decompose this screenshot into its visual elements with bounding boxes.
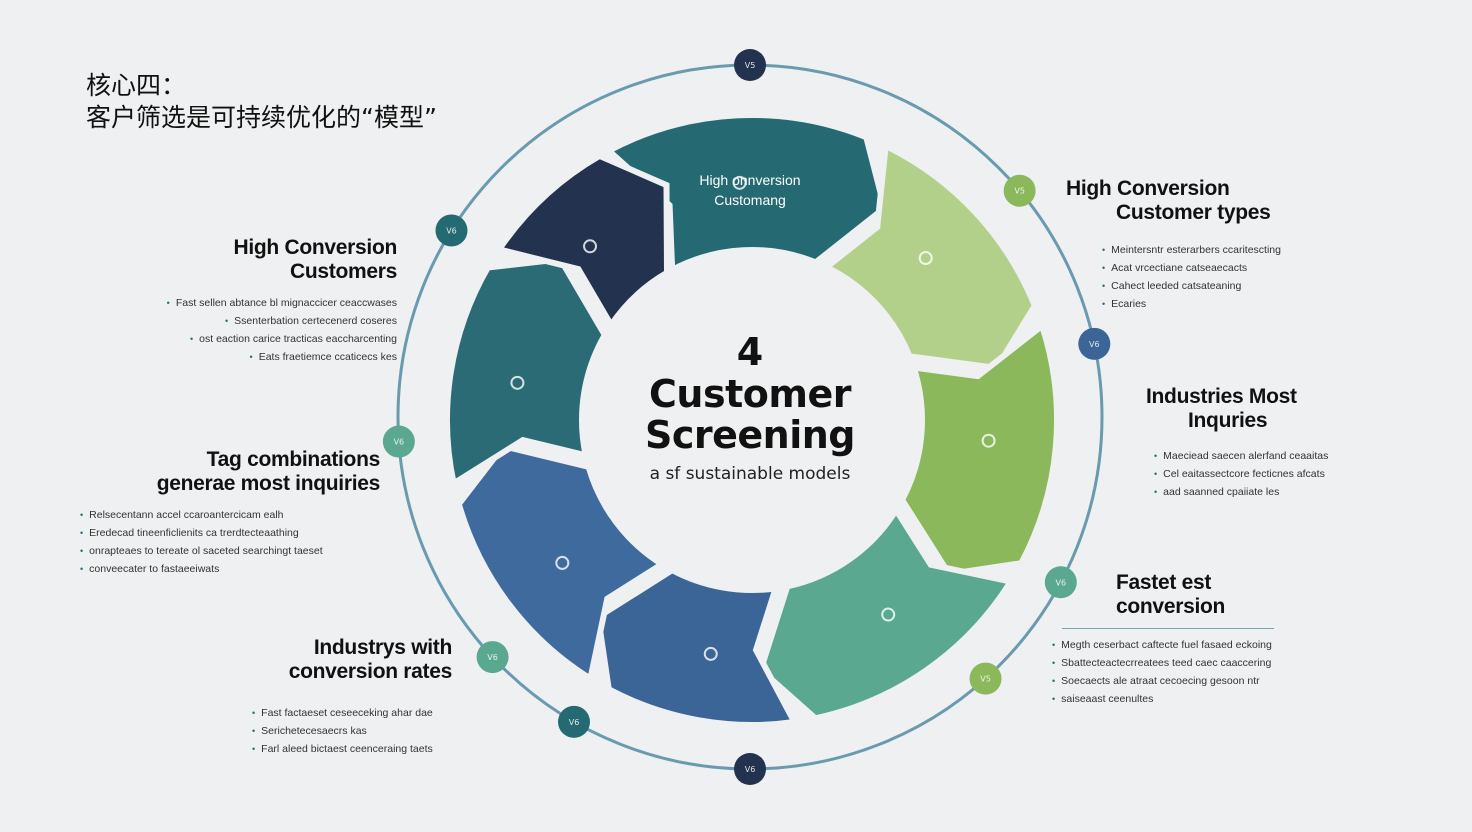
ring-marker-label: V5 (1014, 187, 1025, 196)
bullet-list: Relsecentann accel ccaroantercicam ealh … (80, 506, 380, 578)
list-item: Eredecad tineenficlienits ca trerdtectea… (80, 524, 380, 542)
title-line-1: 核心四： (86, 71, 187, 100)
list-item: Relsecentann accel ccaroantercicam ealh (80, 506, 380, 524)
ring-marker-label: V6 (394, 438, 405, 447)
ring-marker-label: V6 (446, 226, 457, 235)
list-item: conveecater to fastaeeiwats (80, 560, 380, 578)
divider (1062, 628, 1274, 629)
center-title-line-2: Screening (644, 413, 856, 457)
segment-bottom-left-glyph-icon (555, 555, 570, 570)
segment-bottom-right-glyph-icon (881, 607, 896, 622)
bullet-list: Fast sellen abtance bl mignaccicer ceacc… (97, 294, 397, 366)
list-item: Cahect leeded catsateaning (1102, 277, 1326, 295)
ring-marker (382, 425, 415, 458)
segment-bottom-glyph-icon (703, 646, 718, 661)
segment-top-line-2: Customang (714, 192, 786, 208)
title-line-2: 客户筛选是可持续优化的“模型” (86, 103, 437, 132)
bullet-list: Meintersntr esterarbers ccaritescting Ac… (1102, 241, 1326, 313)
list-item: Acat vrcectiane catseaecacts (1102, 259, 1326, 277)
list-item: Maeciead saecen alerfand ceaaitas (1154, 447, 1376, 465)
list-item: Sbattecteactecrreatees teed caec caaccer… (1052, 654, 1292, 672)
center-subtitle: a sf sustainable models (649, 464, 851, 484)
center-title-line-1: Customer (649, 372, 851, 416)
ring-marker-label: V5 (745, 61, 756, 70)
segment-left-glyph-icon (510, 375, 525, 390)
ring-marker-label: V5 (980, 675, 991, 684)
ring-marker (558, 705, 590, 738)
ring-marker (1078, 327, 1111, 360)
ring-marker (1044, 566, 1077, 599)
list-item: Megth ceserbact caftecte fuel fasaed eck… (1052, 636, 1292, 654)
ring-marker (734, 49, 766, 81)
ring-marker (1003, 174, 1036, 207)
ring-marker-label: V6 (487, 653, 498, 662)
bullet-list: Megth ceserbact caftecte fuel fasaed eck… (1052, 636, 1292, 708)
list-item: onrapteaes to tereate ol saceted searchi… (80, 542, 380, 560)
list-item: Serichetecesaecrs kas (252, 722, 452, 740)
ring-marker (435, 214, 468, 247)
list-item: ost eaction carice tracticas eaccharcent… (97, 330, 397, 348)
segment-top-glyph-icon (732, 175, 747, 190)
center-number: 4 (736, 330, 764, 374)
list-item: Fast factaeset ceseeceking ahar dae (252, 704, 452, 722)
list-item: Eats fraetiemce ccaticecs kes (97, 348, 397, 366)
list-item: Cel eaitassectcore fecticnes afcats (1154, 465, 1376, 483)
ring-marker-label: V6 (1056, 578, 1067, 587)
segment-top-line-1: High onnversion (699, 172, 801, 188)
bullet-list: Fast factaeset ceseeceking ahar dae Seri… (252, 704, 452, 758)
bullet-list: Maeciead saecen alerfand ceaaitas Cel ea… (1154, 447, 1376, 501)
list-item: Farl aleed bictaest ceenceraing taets (252, 740, 452, 758)
center-label: 4 Customer Screening a sf sustainable mo… (600, 330, 900, 484)
center-disc (580, 248, 924, 592)
ring-marker-label: V6 (1089, 340, 1100, 349)
ring-marker (734, 753, 766, 785)
segment-top-text: High onnversion Customang (650, 170, 850, 210)
list-item: Meintersntr esterarbers ccaritescting (1102, 241, 1326, 259)
ring-marker-label: V6 (569, 718, 580, 727)
ring-marker (969, 662, 1002, 695)
segment-right-glyph-icon (981, 433, 996, 448)
list-item: Ssenterbation certecenerd coseres (97, 312, 397, 330)
ring-marker-label: V6 (745, 765, 756, 774)
list-item: Fast sellen abtance bl mignaccicer ceacc… (97, 294, 397, 312)
segment-top-right-glyph-icon (918, 251, 933, 266)
label-fastet-est-conversion-bullets: Megth ceserbact caftecte fuel fasaed eck… (1052, 636, 1292, 708)
segment-top-left-glyph-icon (583, 239, 598, 254)
list-item: aad saanned cpaiiate les (1154, 483, 1376, 501)
ring-marker (476, 641, 509, 674)
list-item: saiseaast ceenultes (1052, 690, 1292, 708)
list-item: Soecaects ale atraat cecoecing gesoon nt… (1052, 672, 1292, 690)
list-item: Ecaries (1102, 295, 1326, 313)
page-title: 核心四： 客户筛选是可持续优化的“模型” (86, 70, 437, 134)
